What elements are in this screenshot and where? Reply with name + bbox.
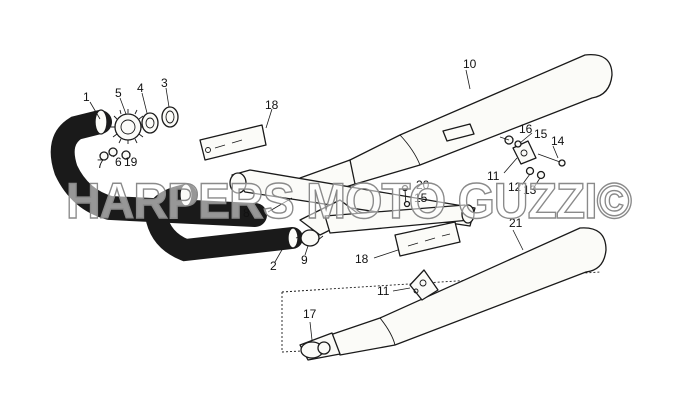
upper-heat-shield[interactable] [199,124,267,161]
washer-15-upper[interactable] [514,140,522,148]
washer-13[interactable] [536,170,546,180]
bolt-14[interactable] [537,153,566,167]
callout-labels: 1 5 4 3 7 6 19 18 10 16 15 14 11 12 13 2… [83,57,565,321]
callout-18-upper: 18 [265,98,279,112]
callout-11-upper: 11 [487,169,500,183]
leader-lines [89,69,559,341]
callout-19: 19 [124,155,138,169]
callout-9: 9 [301,253,308,267]
callout-5: 5 [115,86,122,100]
callout-13: 13 [523,183,537,197]
callout-1: 1 [83,90,90,104]
callout-6: 6 [115,155,122,169]
lower-mounting-plate[interactable] [409,269,439,301]
callout-17: 17 [303,307,317,321]
callout-15-lower: 15 [414,191,428,205]
silencer-tab [442,123,475,142]
nut-7[interactable] [99,151,109,161]
watermark: HARPERS MOTO GUZZI© [66,173,632,229]
right-header-pipe[interactable] [144,183,303,262]
lower-heat-shield[interactable] [394,221,461,257]
washer-15-lower[interactable] [403,200,411,208]
callout-20: 20 [416,178,430,192]
callout-2: 2 [270,259,277,273]
callout-12: 12 [508,180,522,194]
callout-11-lower: 11 [377,284,390,298]
pipe-clamp[interactable] [295,229,324,247]
callout-14: 14 [551,134,565,148]
callout-21: 21 [509,216,523,230]
callout-4: 4 [137,81,144,95]
ring-nut[interactable] [111,109,145,144]
callout-10: 10 [463,57,477,71]
callout-16: 16 [519,122,533,136]
callout-18-lower: 18 [355,252,369,266]
callout-8: 8 [243,206,250,220]
lower-silencer[interactable] [299,227,607,361]
callout-7: 7 [97,157,104,171]
silencer-clamp[interactable] [300,341,331,359]
flange-washer[interactable] [141,112,159,134]
spring-washer-19[interactable] [121,150,131,160]
callout-3: 3 [161,76,168,90]
callout-15-upper: 15 [534,127,548,141]
gasket-ring[interactable] [161,106,179,128]
